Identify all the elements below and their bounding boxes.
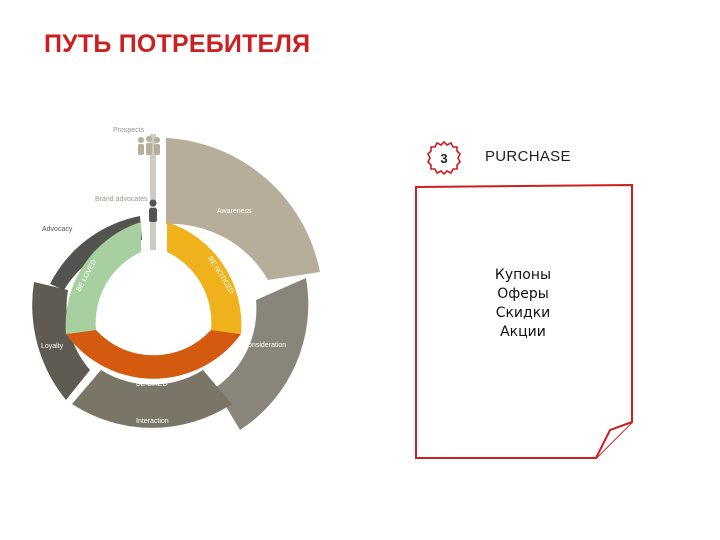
awareness-segment bbox=[166, 138, 320, 280]
note-card bbox=[415, 184, 633, 459]
loyalty-label: Loyalty bbox=[41, 343, 64, 350]
ring-green-segment bbox=[65, 222, 141, 334]
note-line: Скидки bbox=[495, 305, 551, 321]
note-line: Акции bbox=[500, 324, 546, 340]
note-text: Купоны Оферы Скидки Акции bbox=[418, 266, 628, 342]
interaction-label: Interaction bbox=[136, 418, 169, 425]
note-line: Купоны bbox=[494, 267, 552, 283]
consideration-label: Consideration bbox=[243, 342, 286, 349]
note-line: Оферы bbox=[497, 286, 549, 302]
be-liked-label: BE LIKED bbox=[136, 381, 168, 388]
ring-yellow-segment bbox=[167, 222, 242, 334]
step-label: PURCHASE bbox=[485, 148, 571, 165]
prospects-people-icon bbox=[138, 136, 160, 155]
note-card-fold bbox=[595, 421, 633, 459]
step-number: 3 bbox=[440, 151, 447, 166]
brand-advocates-label: Brand advocates bbox=[95, 196, 148, 203]
ring-orange-segment bbox=[66, 330, 241, 379]
page-title: ПУТЬ ПОТРЕБИТЕЛЯ bbox=[44, 30, 311, 58]
advocate-person-icon bbox=[149, 199, 157, 222]
awareness-label: Awareness bbox=[217, 208, 252, 215]
interaction-segment bbox=[72, 370, 232, 428]
consideration-segment bbox=[215, 278, 309, 430]
step-number-badge: 3 bbox=[427, 140, 461, 176]
badge-outline bbox=[427, 140, 461, 176]
prospects-label: Prospects bbox=[113, 127, 145, 134]
advocacy-label: Advocacy bbox=[42, 226, 73, 233]
loyalty-segment bbox=[32, 282, 90, 400]
